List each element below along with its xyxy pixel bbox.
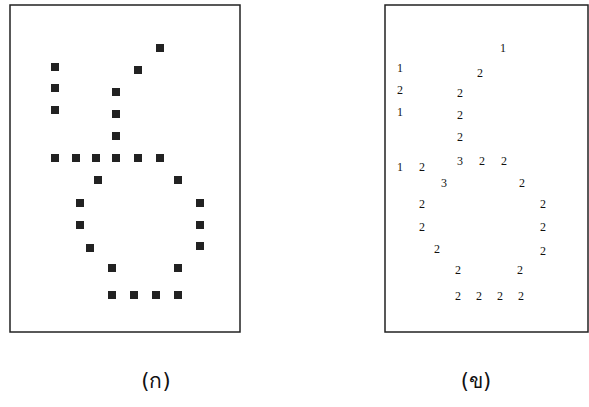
- cell-value: 2: [517, 264, 523, 276]
- cell-value: 2: [540, 245, 546, 257]
- cell-value: 3: [441, 177, 447, 189]
- cell-value: 1: [397, 106, 403, 118]
- cell-value: 1: [397, 62, 403, 74]
- cell-value: 2: [501, 155, 507, 167]
- panel-caption: (ข): [461, 371, 491, 392]
- cell-value: 2: [455, 290, 461, 302]
- cell-value: 2: [419, 161, 425, 173]
- cell-value: 2: [457, 87, 463, 99]
- cell-value: 2: [457, 109, 463, 121]
- cell-value: 2: [419, 221, 425, 233]
- square-pixels: [51, 44, 204, 299]
- panel-frame: [385, 5, 588, 332]
- cell-value: 2: [419, 198, 425, 210]
- cell-value: 2: [434, 243, 440, 255]
- cell-value: 2: [540, 198, 546, 210]
- cell-value: 2: [518, 290, 524, 302]
- cell-value: 2: [455, 264, 461, 276]
- cell-value: 2: [457, 131, 463, 143]
- cell-value: 3: [457, 155, 463, 167]
- cell-value: 2: [479, 155, 485, 167]
- cell-value: 1: [397, 161, 403, 173]
- cell-value: 2: [476, 290, 482, 302]
- cell-value: 2: [497, 290, 503, 302]
- panel-caption: (ก): [141, 371, 170, 392]
- cell-value: 1: [500, 42, 506, 54]
- cell-value: 2: [519, 177, 525, 189]
- cell-value: 2: [540, 221, 546, 233]
- panel-frame: [10, 5, 240, 332]
- cell-value: 2: [477, 67, 483, 79]
- cell-value: 2: [397, 84, 403, 96]
